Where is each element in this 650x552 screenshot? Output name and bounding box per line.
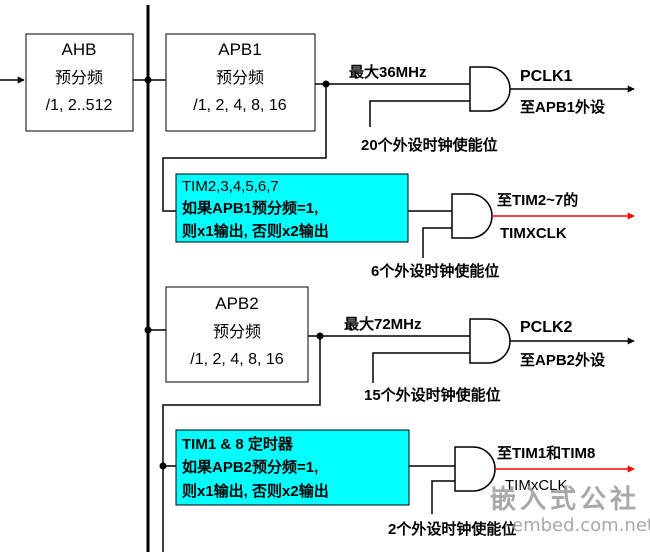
junction-dot — [159, 462, 167, 470]
tim18-multiplier-block: TIM1 & 8 定时器 如果APB2预分频=1, 则x1输出, 否则x2输出 — [175, 429, 410, 506]
tim18-enable-label: 2个外设时钟使能位 — [388, 520, 516, 538]
tim27-and-gate — [451, 193, 493, 239]
ahb-prescaler-block: AHB 预分频 /1, 2..512 — [25, 33, 134, 132]
tim18-enable-wire — [431, 480, 455, 514]
watermark-title: 嵌入式公社 — [490, 484, 640, 515]
apb1-enable-label: 20个外设时钟使能位 — [361, 136, 498, 154]
tim27-out-label: TIMXCLK — [500, 225, 567, 242]
tim27-line3: 则x1输出, 否则x2输出 — [182, 222, 329, 240]
apb1-enable-wire — [369, 100, 470, 127]
apb1-range: /1, 2, 4, 8, 16 — [193, 97, 287, 114]
tim18-out-label: TIMxCLK — [505, 477, 568, 494]
apb1-sub: 预分频 — [216, 69, 264, 87]
watermark-url: embed.com.net — [512, 515, 650, 536]
apb2-range: /1, 2, 4, 8, 16 — [190, 351, 284, 368]
pclk1-label: PCLK1 — [520, 68, 573, 85]
ahb-sub: 预分频 — [55, 69, 103, 87]
apb2-and-gate — [469, 318, 511, 364]
tim27-multiplier-block: TIM2,3,4,5,6,7 如果APB1预分频=1, 则x1输出, 否则x2输… — [175, 173, 409, 243]
apb1-max-label: 最大36MHz — [349, 63, 427, 81]
tim18-line2: 如果APB2预分频=1, — [182, 458, 318, 476]
apb2-enable-label: 15个外设时钟使能位 — [364, 386, 501, 404]
ahb-range: /1, 2..512 — [46, 97, 113, 114]
apb1-prescaler-block: APB1 预分频 /1, 2, 4, 8, 16 — [165, 33, 316, 132]
tim27-dest-label: 至TIM2~7的 — [497, 191, 578, 209]
apb1-and-gate — [469, 66, 511, 112]
tim18-and-gate — [454, 446, 496, 492]
tim18-dest-label: 至TIM1和TIM8 — [497, 445, 595, 462]
tim27-enable-wire — [422, 227, 452, 258]
apb2-max-label: 最大72MHz — [344, 315, 422, 333]
apb1-dest-label: 至APB1外设 — [520, 98, 605, 116]
apb2-enable-wire — [372, 352, 470, 383]
apb1-to-tim27-wire — [162, 84, 327, 212]
pclk2-label: PCLK2 — [520, 319, 573, 336]
ahb-name: AHB — [62, 40, 97, 59]
apb2-sub: 预分频 — [213, 323, 261, 341]
apb2-name: APB2 — [215, 294, 258, 313]
apb2-to-tim18-wire — [162, 336, 321, 467]
tim27-line1: TIM2,3,4,5,6,7 — [182, 178, 279, 195]
apb2-dest-label: 至APB2外设 — [520, 351, 605, 369]
tim27-enable-label: 6个外设时钟使能位 — [371, 262, 499, 280]
apb1-name: APB1 — [218, 40, 261, 59]
junction-dot — [144, 326, 152, 334]
apb2-prescaler-block: APB2 预分频 /1, 2, 4, 8, 16 — [165, 286, 309, 383]
tim18-line3: 则x1输出, 否则x2输出 — [182, 482, 329, 500]
junction-dot — [144, 76, 152, 84]
tim18-line1: TIM1 & 8 定时器 — [182, 435, 294, 453]
tim27-line2: 如果APB1预分频=1, — [182, 199, 318, 217]
